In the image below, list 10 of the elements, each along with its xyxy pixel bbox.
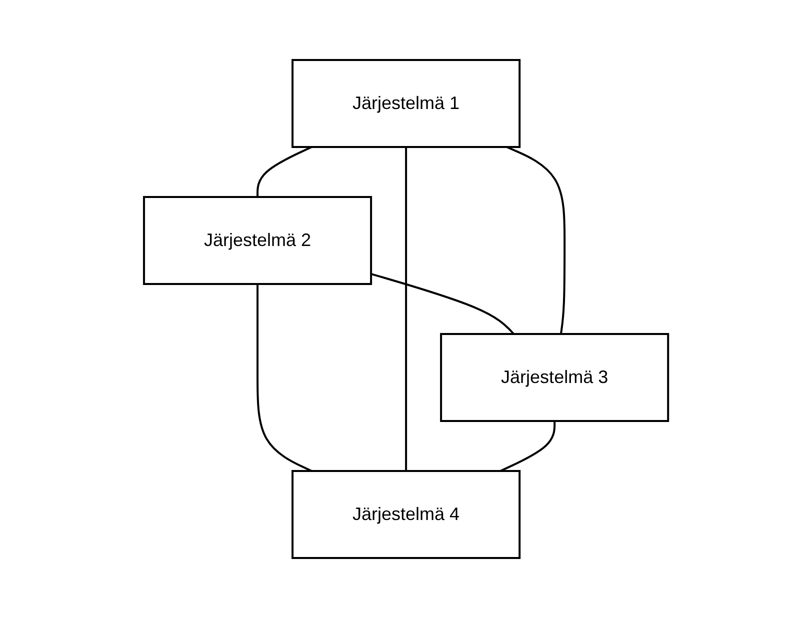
node-box: Järjestelmä 3 — [440, 333, 670, 422]
connector — [256, 146, 312, 197]
node-box: Järjestelmä 4 — [291, 470, 521, 559]
connector — [370, 272, 514, 335]
connector — [500, 421, 556, 472]
node-box: Järjestelmä 1 — [291, 59, 521, 148]
node-box: Järjestelmä 2 — [142, 196, 372, 285]
connector — [405, 147, 407, 471]
connector — [506, 146, 566, 334]
connector — [256, 284, 312, 472]
